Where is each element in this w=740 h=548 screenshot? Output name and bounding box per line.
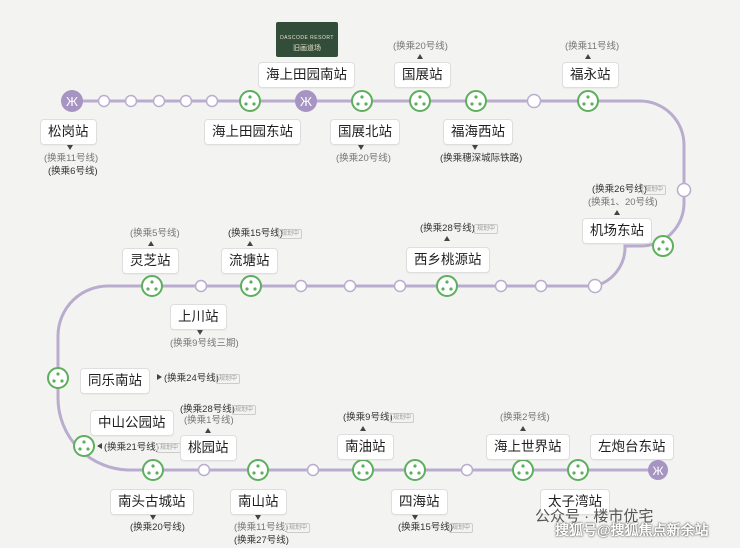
transfer-note: (换乘15号线) — [398, 522, 453, 533]
interchange-stops — [47, 90, 674, 481]
station-label-lingzhi[interactable]: 灵芝站 — [122, 248, 179, 274]
station-label-nanshan[interactable]: 南山站 — [230, 489, 287, 515]
transfer-note: (换乘20号线) — [130, 522, 185, 533]
transfer-note: (换乘28号线) — [180, 404, 235, 415]
arrow-down-icon — [472, 145, 478, 150]
station-label-shangchuan[interactable]: 上川站 — [170, 304, 227, 330]
planning-tag: 规划中 — [390, 413, 415, 423]
logo-text-cn: 旧画道场 — [293, 45, 321, 52]
station-label-liutang[interactable]: 流塘站 — [221, 248, 278, 274]
arrow-up-icon — [520, 426, 526, 431]
station-label-jichang-dong[interactable]: 机场东站 — [582, 218, 652, 244]
arrow-up-icon — [585, 54, 591, 59]
station-label-guozhan[interactable]: 国展站 — [394, 62, 451, 88]
station-label-zuopaotai-dong[interactable]: 左炮台东站 — [590, 434, 674, 460]
transfer-note: (换乘26号线) — [592, 184, 647, 195]
station-label-haishang-tianyuan-nan[interactable]: 海上田园南站 — [258, 62, 355, 88]
svg-text:Ж: Ж — [300, 94, 312, 109]
arrow-up-icon — [205, 428, 211, 433]
arrow-up-icon — [444, 236, 450, 241]
arrow-up-icon — [148, 241, 154, 246]
transfer-note: (换乘27号线) — [234, 535, 289, 546]
station-label-taizi-wan[interactable]: 太子湾站 — [540, 489, 610, 515]
arrow-down-icon — [358, 145, 364, 150]
planning-tag: 规划中 — [216, 374, 241, 384]
transfer-note: (换乘6号线) — [48, 166, 98, 177]
transfer-note: (换乘9号线三期) — [170, 338, 239, 349]
station-label-tongle-nan[interactable]: 同乐南站 — [80, 368, 150, 394]
transfer-note: (换乘穗深城际铁路) — [440, 153, 523, 164]
svg-text:Ж: Ж — [652, 464, 663, 478]
planning-tag: 规划中 — [286, 523, 311, 533]
transfer-note: (换乘24号线) — [164, 373, 219, 384]
transfer-note: (换乘1、20号线) — [588, 197, 658, 208]
transfer-note: (换乘11号线) — [565, 41, 620, 52]
arrow-down-icon — [255, 515, 261, 520]
planning-tag: 规划中 — [474, 224, 499, 234]
metro-logo-stops: Ж Ж Ж — [61, 90, 668, 480]
transfer-note: (换乘20号线) — [336, 153, 391, 164]
arrow-right-icon — [157, 374, 162, 380]
watermark-wechat: 公众号 · 楼市优宅 — [535, 508, 654, 525]
planning-tag: 规划中 — [278, 229, 303, 239]
planning-tag: 规划中 — [232, 405, 257, 415]
transfer-note: (换乘28号线) — [420, 223, 475, 234]
watermark-sohu: 搜狐号@搜狐焦点新余站 — [555, 522, 709, 538]
logo-text-en: DASCODE RESORT — [280, 35, 334, 41]
transfer-note: (换乘11号线) — [44, 153, 99, 164]
arrow-up-icon — [417, 54, 423, 59]
transfer-note: (换乘2号线) — [500, 412, 550, 423]
transfer-note: (换乘21号线) — [104, 442, 159, 453]
arrow-down-icon — [67, 145, 73, 150]
arrow-down-icon — [150, 515, 156, 520]
station-label-songgang[interactable]: 松岗站 — [40, 119, 97, 145]
arrow-left-icon — [97, 443, 102, 449]
transfer-note: (换乘5号线) — [130, 228, 180, 239]
svg-text:Ж: Ж — [66, 94, 78, 109]
intermediate-stops — [97, 93, 692, 477]
resort-logo: DASCODE RESORT 旧画道场 — [276, 22, 338, 57]
station-label-nanyou[interactable]: 南油站 — [337, 434, 394, 460]
station-label-fuyong[interactable]: 福永站 — [562, 62, 619, 88]
transfer-note: (换乘15号线) — [228, 228, 283, 239]
station-label-zhongshan-gongyuan[interactable]: 中山公园站 — [90, 410, 174, 436]
arrow-up-icon — [614, 210, 620, 215]
station-label-taoyuan[interactable]: 桃园站 — [180, 435, 237, 461]
planning-tag: 规划中 — [642, 185, 667, 195]
transfer-note: (换乘11号线) — [234, 522, 289, 533]
arrow-down-icon — [412, 515, 418, 520]
arrow-up-icon — [247, 241, 253, 246]
arrow-up-icon — [360, 426, 366, 431]
station-label-sihai[interactable]: 四海站 — [391, 489, 448, 515]
planning-tag: 规划中 — [449, 523, 474, 533]
station-label-fuhai-xi[interactable]: 福海西站 — [443, 119, 513, 145]
station-label-xixiang-taoyuan[interactable]: 西乡桃源站 — [406, 247, 490, 273]
station-label-haishang-shijie[interactable]: 海上世界站 — [486, 434, 570, 460]
transfer-note: (换乘9号线) — [343, 412, 393, 423]
transfer-note: (换乘20号线) — [393, 41, 448, 52]
metro-line-track — [56, 99, 686, 472]
interchange-inner-dots — [52, 95, 669, 475]
arrow-down-icon — [197, 330, 203, 335]
planning-tag: 规划中 — [157, 443, 182, 453]
station-label-guozhan-bei[interactable]: 国展北站 — [330, 119, 400, 145]
transfer-note: (换乘1号线) — [184, 415, 234, 426]
station-label-haishang-tianyuan-dong[interactable]: 海上田园东站 — [204, 119, 301, 145]
station-label-nantou-gucheng[interactable]: 南头古城站 — [110, 489, 194, 515]
